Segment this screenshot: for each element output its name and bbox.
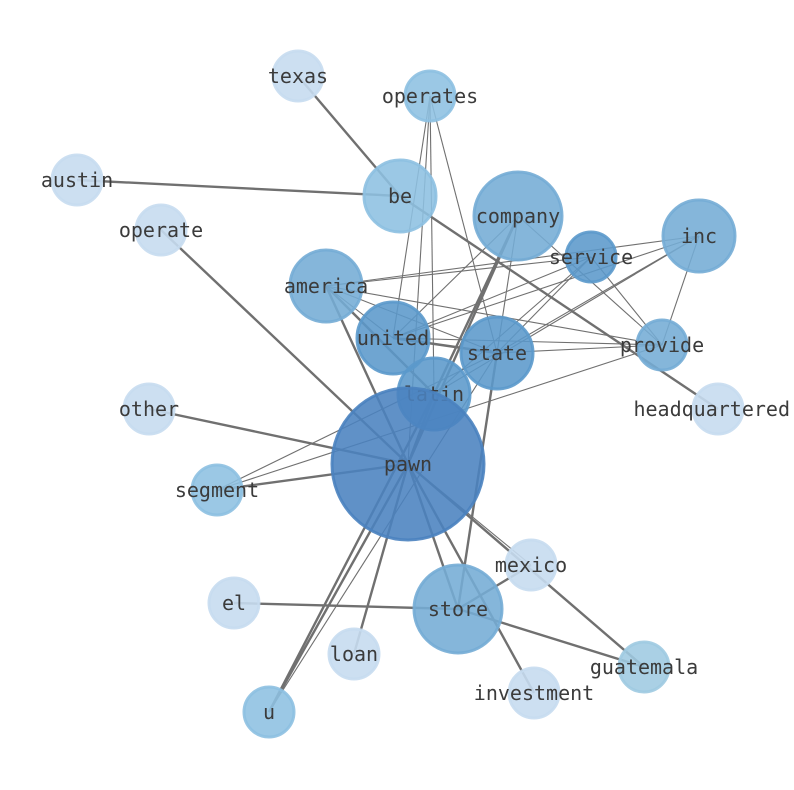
- node-circle-america: [288, 248, 364, 324]
- edge-provide-america: [325, 285, 663, 346]
- node-label-headquartered: headquartered: [633, 397, 790, 421]
- edge-operates-latin: [429, 95, 435, 395]
- node-segment: segment: [175, 463, 259, 517]
- node-inc: inc: [661, 198, 737, 274]
- node-circle-investment: [507, 666, 561, 720]
- node-united: united: [355, 300, 431, 376]
- node-label-guatemala: guatemala: [590, 655, 698, 679]
- node-label-texas: texas: [268, 64, 328, 88]
- node-circle-u: [242, 685, 296, 739]
- node-label-america: america: [284, 274, 368, 298]
- node-label-be: be: [388, 184, 412, 208]
- node-el: el: [207, 576, 261, 630]
- node-company: company: [472, 170, 564, 262]
- node-operates: operates: [382, 69, 478, 123]
- node-state: state: [459, 315, 535, 391]
- node-label-store: store: [428, 597, 488, 621]
- node-label-mexico: mexico: [495, 553, 567, 577]
- edge-be-headquartered: [399, 195, 719, 410]
- node-label-operate: operate: [119, 218, 203, 242]
- node-investment: investment: [474, 666, 594, 720]
- node-label-company: company: [476, 204, 560, 228]
- node-austin: austin: [41, 153, 113, 207]
- node-label-loan: loan: [330, 642, 378, 666]
- node-circle-store: [412, 563, 504, 655]
- node-label-provide: provide: [620, 333, 704, 357]
- node-circle-pawn: [330, 386, 486, 542]
- node-circle-united: [355, 300, 431, 376]
- node-label-el: el: [222, 591, 246, 615]
- node-circle-headquartered: [691, 382, 745, 436]
- node-circle-provide: [635, 318, 689, 372]
- node-u: u: [242, 685, 296, 739]
- node-circle-service: [564, 230, 618, 284]
- node-service: service: [549, 230, 633, 284]
- node-circle-loan: [327, 627, 381, 681]
- node-label-segment: segment: [175, 478, 259, 502]
- node-pawn: pawn: [330, 386, 486, 542]
- node-provide: provide: [620, 318, 704, 372]
- node-label-state: state: [467, 341, 527, 365]
- node-other: other: [119, 382, 179, 436]
- node-label-austin: austin: [41, 168, 113, 192]
- node-label-u: u: [263, 700, 275, 724]
- node-circle-guatemala: [617, 640, 671, 694]
- node-store: store: [412, 563, 504, 655]
- edge-operates-state: [429, 95, 498, 354]
- node-mexico: mexico: [495, 538, 567, 592]
- node-label-inc: inc: [681, 224, 717, 248]
- node-label-pawn: pawn: [384, 452, 432, 476]
- node-be: be: [362, 158, 438, 234]
- edge-inc-united: [392, 235, 700, 339]
- node-circle-segment: [190, 463, 244, 517]
- node-texas: texas: [268, 49, 328, 103]
- node-label-united: united: [357, 326, 429, 350]
- node-operate: operate: [119, 203, 203, 257]
- node-guatemala: guatemala: [590, 640, 698, 694]
- node-label-investment: investment: [474, 681, 594, 705]
- node-label-operates: operates: [382, 84, 478, 108]
- node-circle-be: [362, 158, 438, 234]
- node-circle-operates: [403, 69, 457, 123]
- node-circle-state: [459, 315, 535, 391]
- node-circle-mexico: [504, 538, 558, 592]
- node-label-service: service: [549, 245, 633, 269]
- node-circle-company: [472, 170, 564, 262]
- node-loan: loan: [327, 627, 381, 681]
- node-circle-other: [122, 382, 176, 436]
- node-america: america: [284, 248, 368, 324]
- node-circle-texas: [271, 49, 325, 103]
- node-circle-inc: [661, 198, 737, 274]
- node-headquartered: headquartered: [633, 382, 790, 436]
- node-circle-operate: [134, 203, 188, 257]
- node-circle-austin: [50, 153, 104, 207]
- node-circle-el: [207, 576, 261, 630]
- node-layer: service provide operates segment u guatemala t…: [41, 49, 790, 739]
- edge-service-america: [325, 256, 592, 287]
- edge-be-austin: [76, 178, 401, 198]
- node-label-other: other: [119, 397, 179, 421]
